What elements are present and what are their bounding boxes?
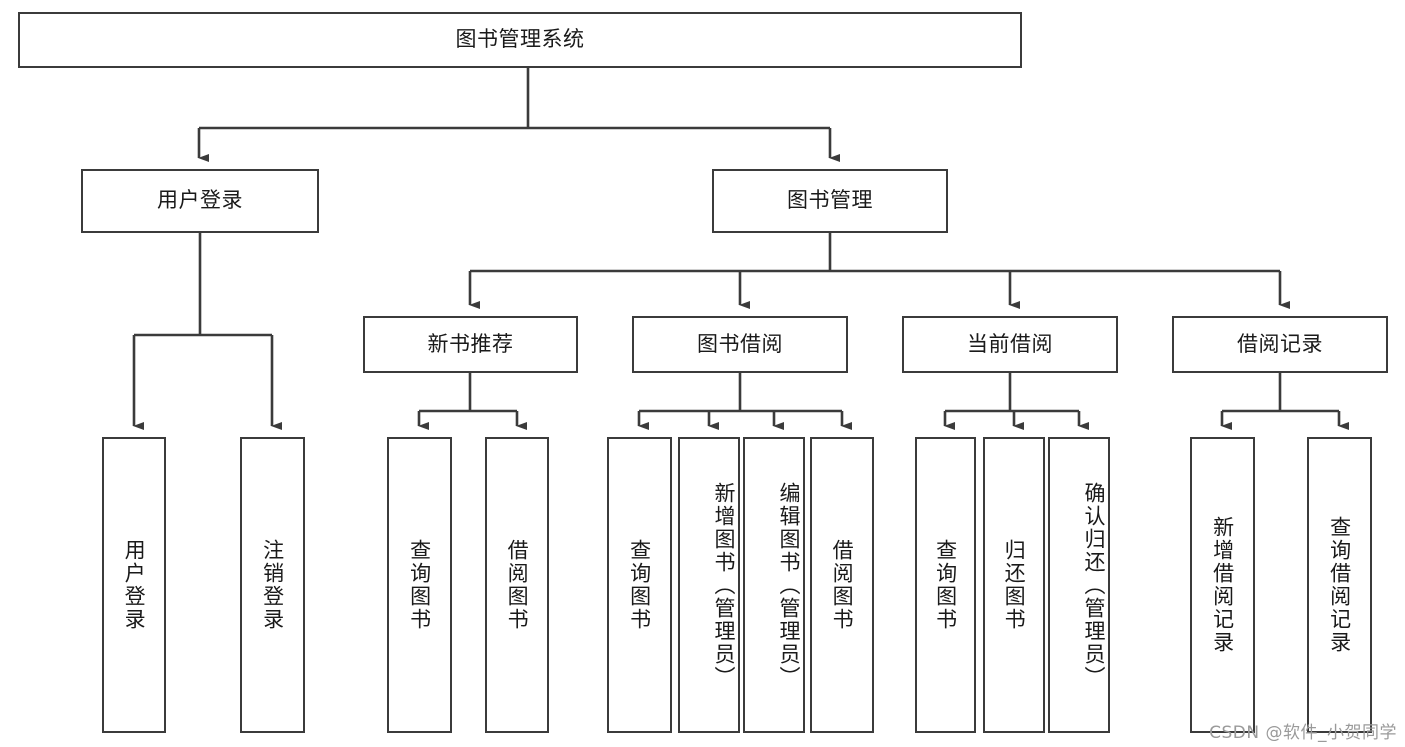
node-leaf-borrow-book-1-label: 借阅图书 [505,539,530,631]
node-leaf-user-logout-label: 注销登录 [260,539,285,631]
node-book-manage-label: 图书管理 [787,188,873,213]
node-leaf-query-book-2[interactable]: 查询图书 [607,437,672,733]
node-leaf-query-book-3-label: 查询图书 [933,539,958,631]
node-borrow-record-label: 借阅记录 [1237,331,1323,356]
node-new-book-recommend[interactable]: 新书推荐 [363,316,578,373]
node-leaf-confirm-return[interactable]: 确认归还（管理员） [1048,437,1110,733]
node-leaf-user-login-label: 用户登录 [122,539,147,631]
node-leaf-user-login[interactable]: 用户登录 [102,437,166,733]
node-leaf-user-logout[interactable]: 注销登录 [240,437,305,733]
node-leaf-query-book-2-label: 查询图书 [627,539,652,631]
node-current-borrow-label: 当前借阅 [967,331,1053,356]
node-leaf-query-book-3[interactable]: 查询图书 [915,437,976,733]
node-book-manage[interactable]: 图书管理 [712,169,948,233]
node-leaf-add-book[interactable]: 新增图书（管理员） [678,437,740,733]
node-root-label: 图书管理系统 [455,27,585,52]
csdn-watermark: CSDN @软件_小贺同学 [1209,723,1397,743]
node-leaf-edit-book[interactable]: 编辑图书（管理员） [743,437,805,733]
node-user-login-label: 用户登录 [157,188,243,213]
node-new-book-recommend-label: 新书推荐 [427,331,514,356]
node-leaf-query-record-label: 查询借阅记录 [1327,516,1352,654]
node-book-borrow[interactable]: 图书借阅 [632,316,848,373]
node-leaf-add-record-label: 新增借阅记录 [1210,516,1235,654]
node-leaf-query-book-1[interactable]: 查询图书 [387,437,452,733]
node-leaf-return-book-label: 归还图书 [1002,539,1027,631]
node-borrow-record[interactable]: 借阅记录 [1172,316,1388,373]
node-leaf-borrow-book-1[interactable]: 借阅图书 [485,437,549,733]
node-current-borrow[interactable]: 当前借阅 [902,316,1118,373]
node-leaf-borrow-book-2[interactable]: 借阅图书 [810,437,874,733]
node-root[interactable]: 图书管理系统 [18,12,1022,68]
node-leaf-add-record[interactable]: 新增借阅记录 [1190,437,1255,733]
node-book-borrow-label: 图书借阅 [697,331,783,356]
node-leaf-query-book-1-label: 查询图书 [407,539,432,631]
node-leaf-add-book-label: 新增图书（管理员） [712,481,736,689]
node-leaf-return-book[interactable]: 归还图书 [983,437,1045,733]
node-leaf-edit-book-label: 编辑图书（管理员） [777,481,801,689]
node-leaf-borrow-book-2-label: 借阅图书 [830,539,855,631]
node-leaf-confirm-return-label: 确认归还（管理员） [1082,481,1106,689]
node-leaf-query-record[interactable]: 查询借阅记录 [1307,437,1372,733]
node-user-login[interactable]: 用户登录 [81,169,319,233]
